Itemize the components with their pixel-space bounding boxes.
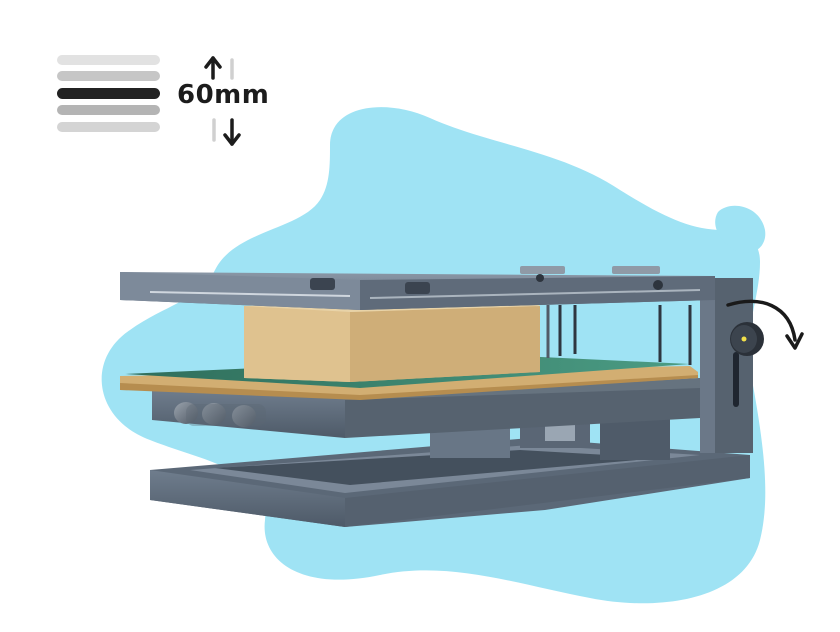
layer-stripes-icon [57, 55, 160, 132]
rotate-clockwise-icon [726, 299, 804, 350]
wood-block [244, 300, 540, 382]
adjustment-knob [730, 322, 764, 356]
guide-rods [546, 305, 692, 365]
base-frame [150, 438, 750, 527]
arrow-down-icon [212, 118, 241, 146]
height-label: 60mm [177, 80, 270, 110]
top-frame [120, 266, 715, 310]
arrow-up-icon [204, 56, 234, 80]
front-knobs [174, 402, 266, 427]
side-column [700, 278, 753, 453]
backdrop-blob-small [715, 205, 766, 254]
